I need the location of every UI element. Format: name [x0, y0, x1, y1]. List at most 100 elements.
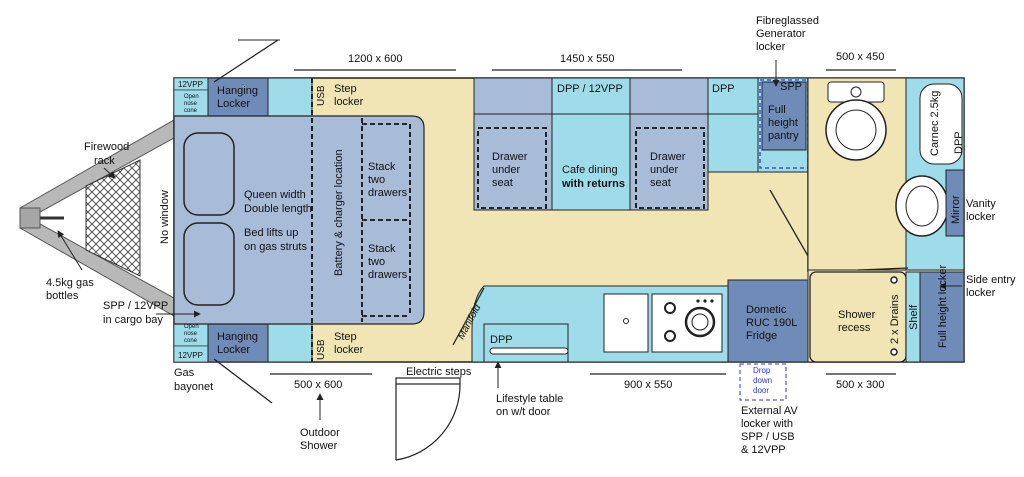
dim-top-left: 1200 x 600: [348, 53, 402, 65]
usb-bottom-label: USB: [316, 339, 327, 360]
drains-label: 2 x Drains: [889, 294, 901, 344]
dining-dpp-label: DPP: [712, 83, 735, 95]
drop-door-label-2: down: [753, 376, 772, 385]
nose-top-label-2: nose: [184, 101, 198, 107]
pantry-inner: [761, 81, 807, 151]
dining-seat-right: [629, 77, 709, 211]
stack2-label-3: drawers: [368, 269, 408, 281]
cafe-label: Cafe dining: [562, 164, 618, 176]
stack1-label-1: Stack: [368, 161, 396, 173]
step-top-label-1: Step: [334, 83, 357, 95]
lifestyle-table: [489, 347, 569, 355]
manifold-line: [452, 287, 485, 346]
side-entry-label-1: Side entry: [966, 274, 1016, 286]
dim-bottom-right: 500 x 300: [836, 379, 884, 391]
pantry-label-1: Full: [768, 104, 786, 116]
rack-label: rack: [94, 155, 115, 167]
fridge: [727, 279, 809, 363]
nose-top-label-3: cone: [184, 108, 198, 114]
entry-door: [395, 377, 461, 461]
full-height-locker-label: Full height locker: [937, 265, 949, 348]
stack1-label-2: two: [368, 174, 385, 186]
electric-steps-label: Electric steps: [406, 366, 472, 378]
drawer-right-label-2: under: [650, 164, 678, 176]
spp-cargo-label-2: in cargo bay: [103, 314, 163, 326]
external-av-label-2: locker with: [741, 418, 793, 430]
nose-bottom-label-1: Open: [184, 324, 199, 330]
external-av-label-3: SPP / USB: [741, 431, 795, 443]
dim-top-right: 500 x 450: [836, 51, 884, 63]
dim-top-mid: 1450 x 550: [560, 53, 614, 65]
fridge-label-3: Fridge: [746, 330, 777, 342]
step-top-label-2: locker: [334, 96, 364, 108]
dim-bottom-mid: 900 x 550: [624, 379, 672, 391]
external-av-label-1: External AV: [741, 405, 798, 417]
dining-seat-left: [473, 77, 553, 211]
bed-label-2: Double length: [244, 203, 312, 215]
fridge-label-2: RUC 190L: [746, 317, 797, 329]
hanging-top-label-2: Locker: [217, 98, 250, 110]
drop-door-label-3: door: [753, 386, 769, 395]
side-entry-label-2: locker: [966, 287, 996, 299]
vanity-label-1: Vanity: [966, 198, 996, 210]
no-window-label: No window: [159, 190, 171, 244]
drawer-left-label-2: under: [492, 164, 520, 176]
pantry-label-2: height: [768, 117, 798, 129]
stack1-label-3: drawers: [368, 187, 408, 199]
pillow-bottom: [183, 222, 235, 306]
generator-label-3: locker: [756, 41, 786, 53]
bed-label-1: Queen width: [244, 189, 306, 201]
dining-dpp-vpp-label: DPP / 12VPP: [557, 83, 623, 95]
battery-label: Battery & charger location: [333, 149, 345, 276]
hanging-top-label-1: Hanging: [217, 85, 258, 97]
drawer-under-seat-right: [635, 127, 705, 209]
hanging-bottom-label-2: Locker: [217, 344, 250, 356]
gas-bayonet-label-1: Gas: [174, 367, 195, 379]
dpp-outlet: [483, 323, 569, 363]
mirror: [945, 169, 965, 237]
vanity-dpp-label: DPP: [953, 131, 965, 154]
bed-lift-label-2: on gas struts: [244, 241, 307, 253]
mirror-label: Mirror: [950, 195, 962, 224]
gas-bottles-label-2: bottles: [46, 290, 79, 302]
pantry-label-3: pantry: [768, 130, 799, 142]
dim-bottom-left: 500 x 600: [294, 379, 342, 391]
cassette-label: Carnec 2.5kg: [929, 91, 941, 156]
external-av-label-4: & 12VPP: [741, 444, 786, 456]
generator-label-1: Fibreglassed: [756, 15, 819, 27]
kitchen-dpp-label: DPP: [490, 334, 513, 346]
spp-cargo-label-1: SPP / 12VPP: [103, 300, 168, 312]
nose-bottom-label-3: cone: [184, 338, 198, 344]
cabinet-top: [267, 77, 313, 117]
drawer-left-label-3: seat: [492, 177, 513, 189]
nose-bottom-label-2: nose: [184, 331, 198, 337]
vpp-bottom-label: 12VPP: [178, 351, 203, 360]
underbed-storage-lines: [311, 78, 411, 362]
firewood-label: Firewood: [84, 141, 129, 153]
drawer-right-label-3: seat: [650, 177, 671, 189]
fridge-label-1: Dometic: [746, 304, 787, 316]
lifestyle-table-label-1: Lifestyle table: [496, 393, 563, 405]
stack2-label-2: two: [368, 256, 385, 268]
step-bottom-label-2: locker: [334, 344, 364, 356]
cabinet-bottom: [267, 323, 313, 363]
hanging-locker-bottom: [207, 323, 269, 363]
shower-label-2: recess: [838, 322, 871, 334]
firewood-rack: [85, 159, 141, 277]
drop-down-door: [739, 363, 787, 401]
pillow-top: [183, 132, 235, 216]
dining-table: [551, 77, 631, 211]
stack2-label-1: Stack: [368, 243, 396, 255]
gas-bottles-label-1: 4.5kg gas: [46, 277, 94, 289]
cassette: [919, 83, 963, 165]
lifestyle-table-label-2: on w/t door: [496, 406, 551, 418]
nose-top-label-1: Open: [184, 94, 199, 100]
drawer-left-label-1: Drawer: [492, 151, 528, 163]
shelf-label: Shelf: [908, 304, 920, 330]
gas-bayonet-label-2: bayonet: [174, 381, 213, 393]
bed-lift-label-1: Bed lifts up: [244, 227, 298, 239]
step-bottom-label-1: Step: [334, 331, 357, 343]
shower-label-1: Shower: [838, 309, 876, 321]
outdoor-shower-label-1: Outdoor: [300, 427, 340, 439]
